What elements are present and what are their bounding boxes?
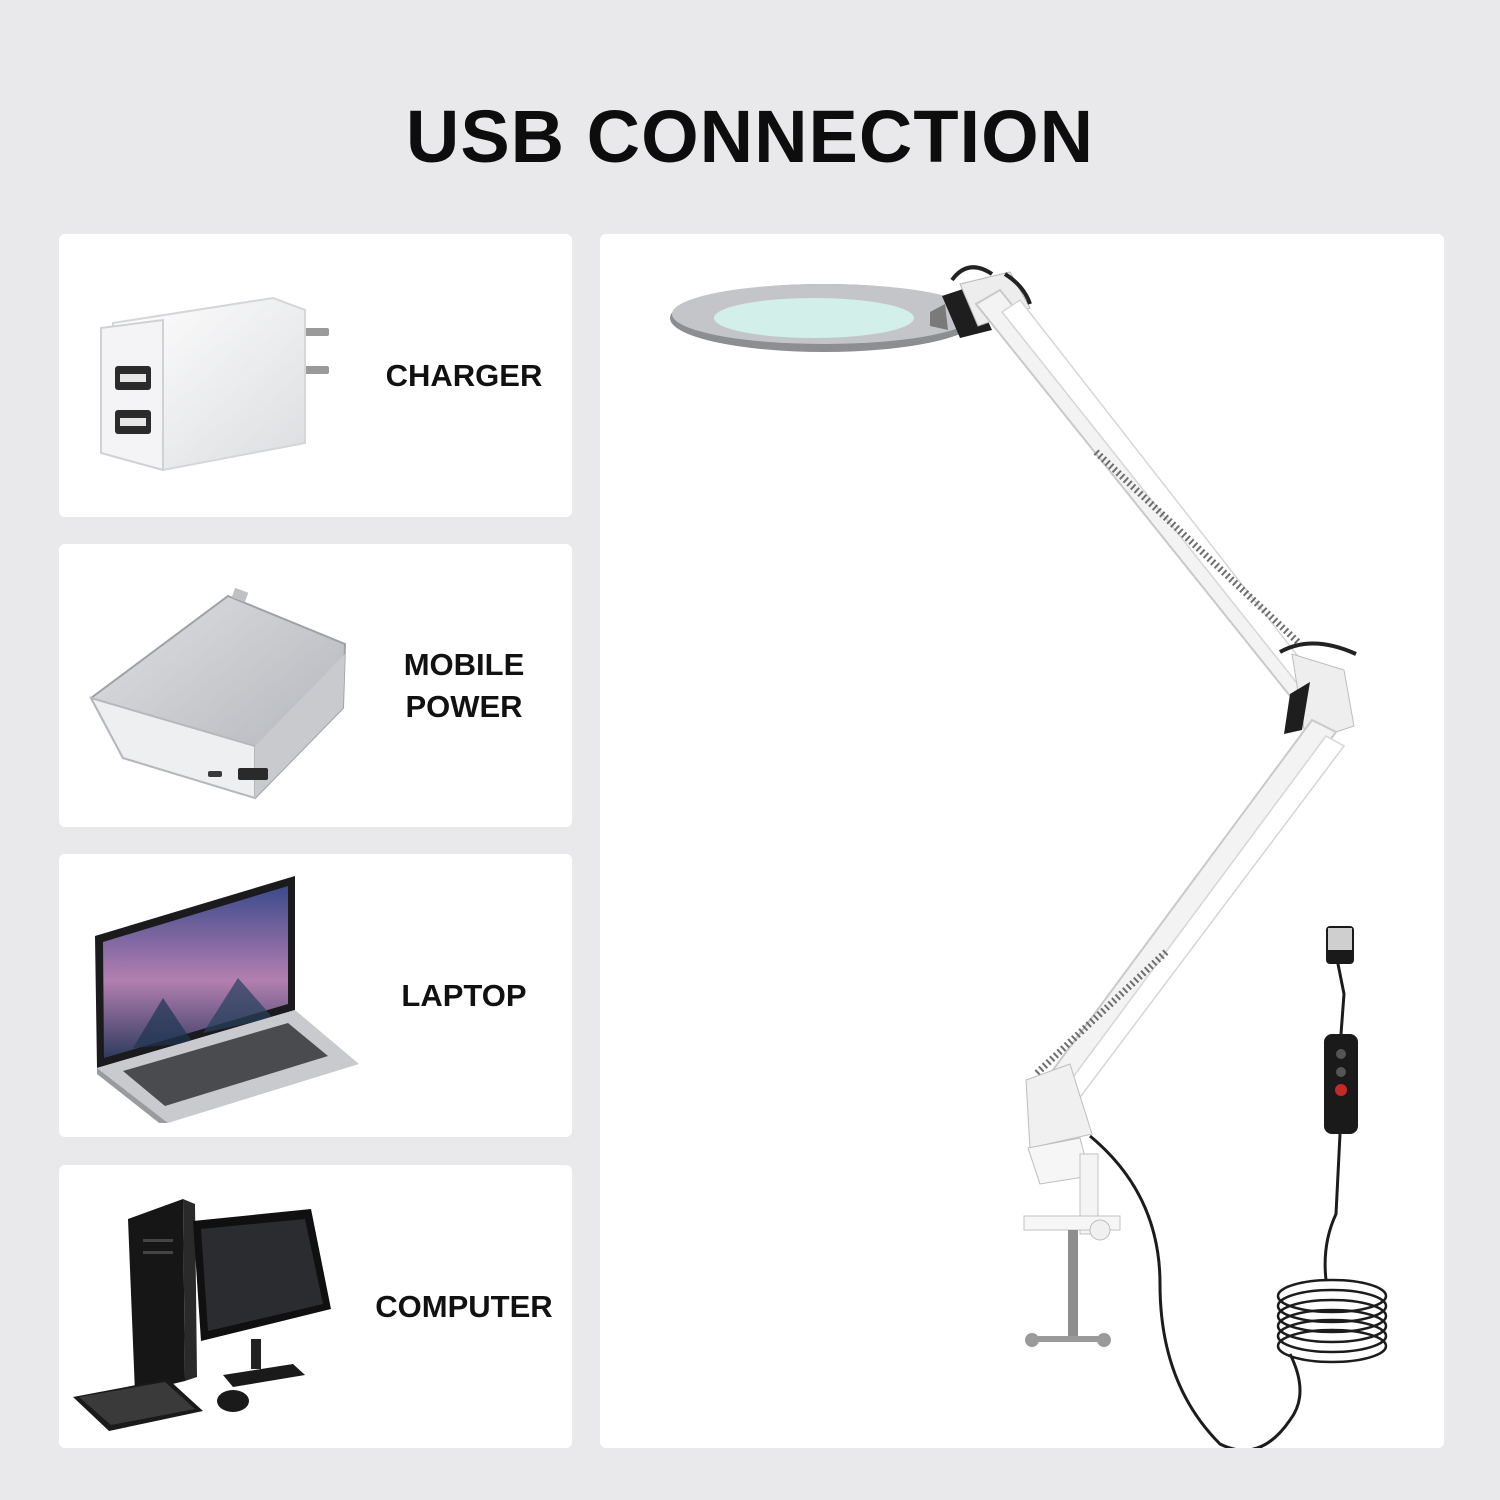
power-bank-icon bbox=[88, 587, 347, 800]
lamp-product-panel bbox=[600, 234, 1444, 1448]
laptop-label: LAPTOP bbox=[359, 854, 569, 1137]
laptop-card: LAPTOP bbox=[59, 854, 572, 1137]
charger-card: CHARGER bbox=[59, 234, 572, 517]
mobile-power-label: MOBILE POWER bbox=[359, 544, 569, 827]
charger-label: CHARGER bbox=[359, 234, 569, 517]
mobile-power-label-line-1: MOBILE bbox=[403, 646, 525, 682]
computer-card: COMPUTER bbox=[59, 1165, 572, 1448]
mobile-power-label-line-2: POWER bbox=[405, 688, 523, 724]
computer-label: COMPUTER bbox=[359, 1165, 569, 1448]
wall-charger-icon bbox=[100, 296, 329, 472]
charger-label-line: CHARGER bbox=[385, 357, 543, 393]
mobile-power-card: MOBILE POWER bbox=[59, 544, 572, 827]
laptop-icon bbox=[95, 876, 359, 1123]
laptop-label-line: LAPTOP bbox=[401, 977, 527, 1013]
desktop-computer-icon bbox=[73, 1199, 331, 1431]
computer-label-line: COMPUTER bbox=[375, 1288, 553, 1324]
desk-lamp-with-usb-cable-image bbox=[670, 265, 1388, 1448]
page-title: USB CONNECTION bbox=[405, 95, 1095, 178]
